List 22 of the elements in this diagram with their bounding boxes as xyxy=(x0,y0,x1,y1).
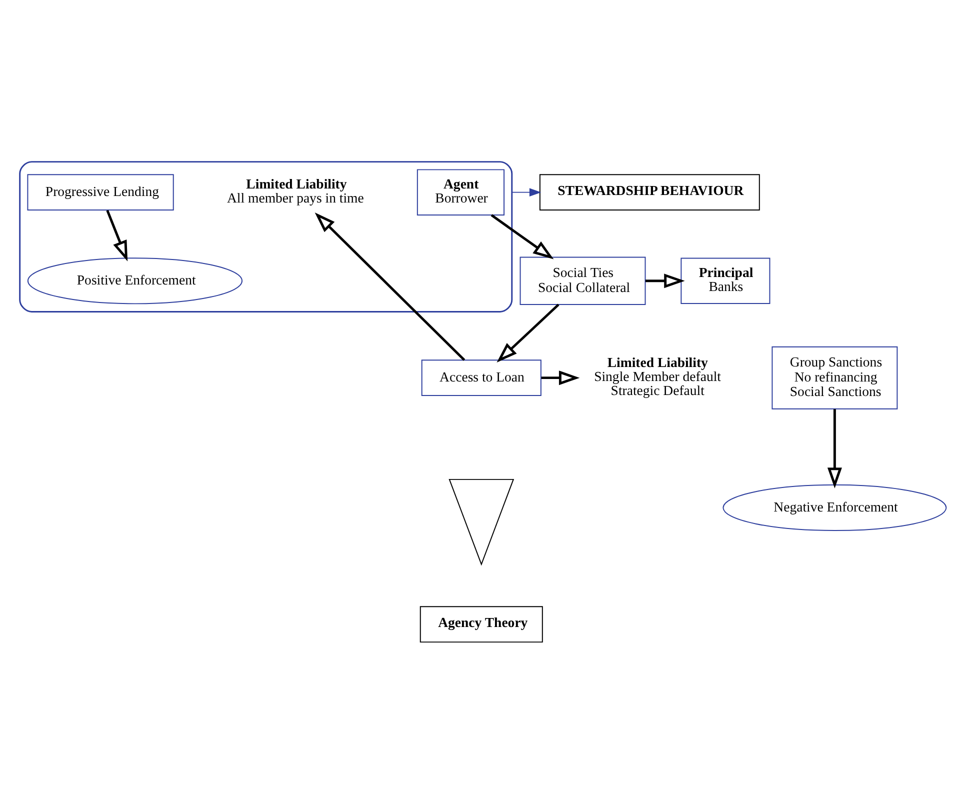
arrow xyxy=(541,370,580,386)
node-text: Limited Liability Single Member default Strategic Default xyxy=(594,355,721,398)
node-box: Access to Loan xyxy=(421,360,542,396)
node-text: Limited Liability All member pays in time xyxy=(226,176,364,206)
cluster xyxy=(19,161,513,312)
arrow xyxy=(314,212,466,361)
arrow xyxy=(511,188,542,196)
node-triangle xyxy=(448,478,514,566)
arrow xyxy=(496,304,560,362)
node-ellipse: Positive Enforcement xyxy=(27,258,243,304)
node-box: Agent Borrower xyxy=(416,169,505,216)
node-box: Progressive Lending xyxy=(27,174,174,211)
node-ellipse: Negative Enforcement xyxy=(722,484,947,532)
node-box: STEWARDSHIP BEHAVIOUR xyxy=(539,174,760,211)
arrow xyxy=(490,214,554,260)
node-box: Social Ties Social Collateral xyxy=(520,256,646,305)
node-box: Group Sanctions No refinancing Social Sanctions xyxy=(772,346,898,410)
arrow xyxy=(645,274,685,288)
node-box: Principal Banks xyxy=(680,258,770,304)
node-box: Agency Theory xyxy=(420,606,543,643)
arrow xyxy=(106,210,128,262)
arrow xyxy=(827,409,842,488)
